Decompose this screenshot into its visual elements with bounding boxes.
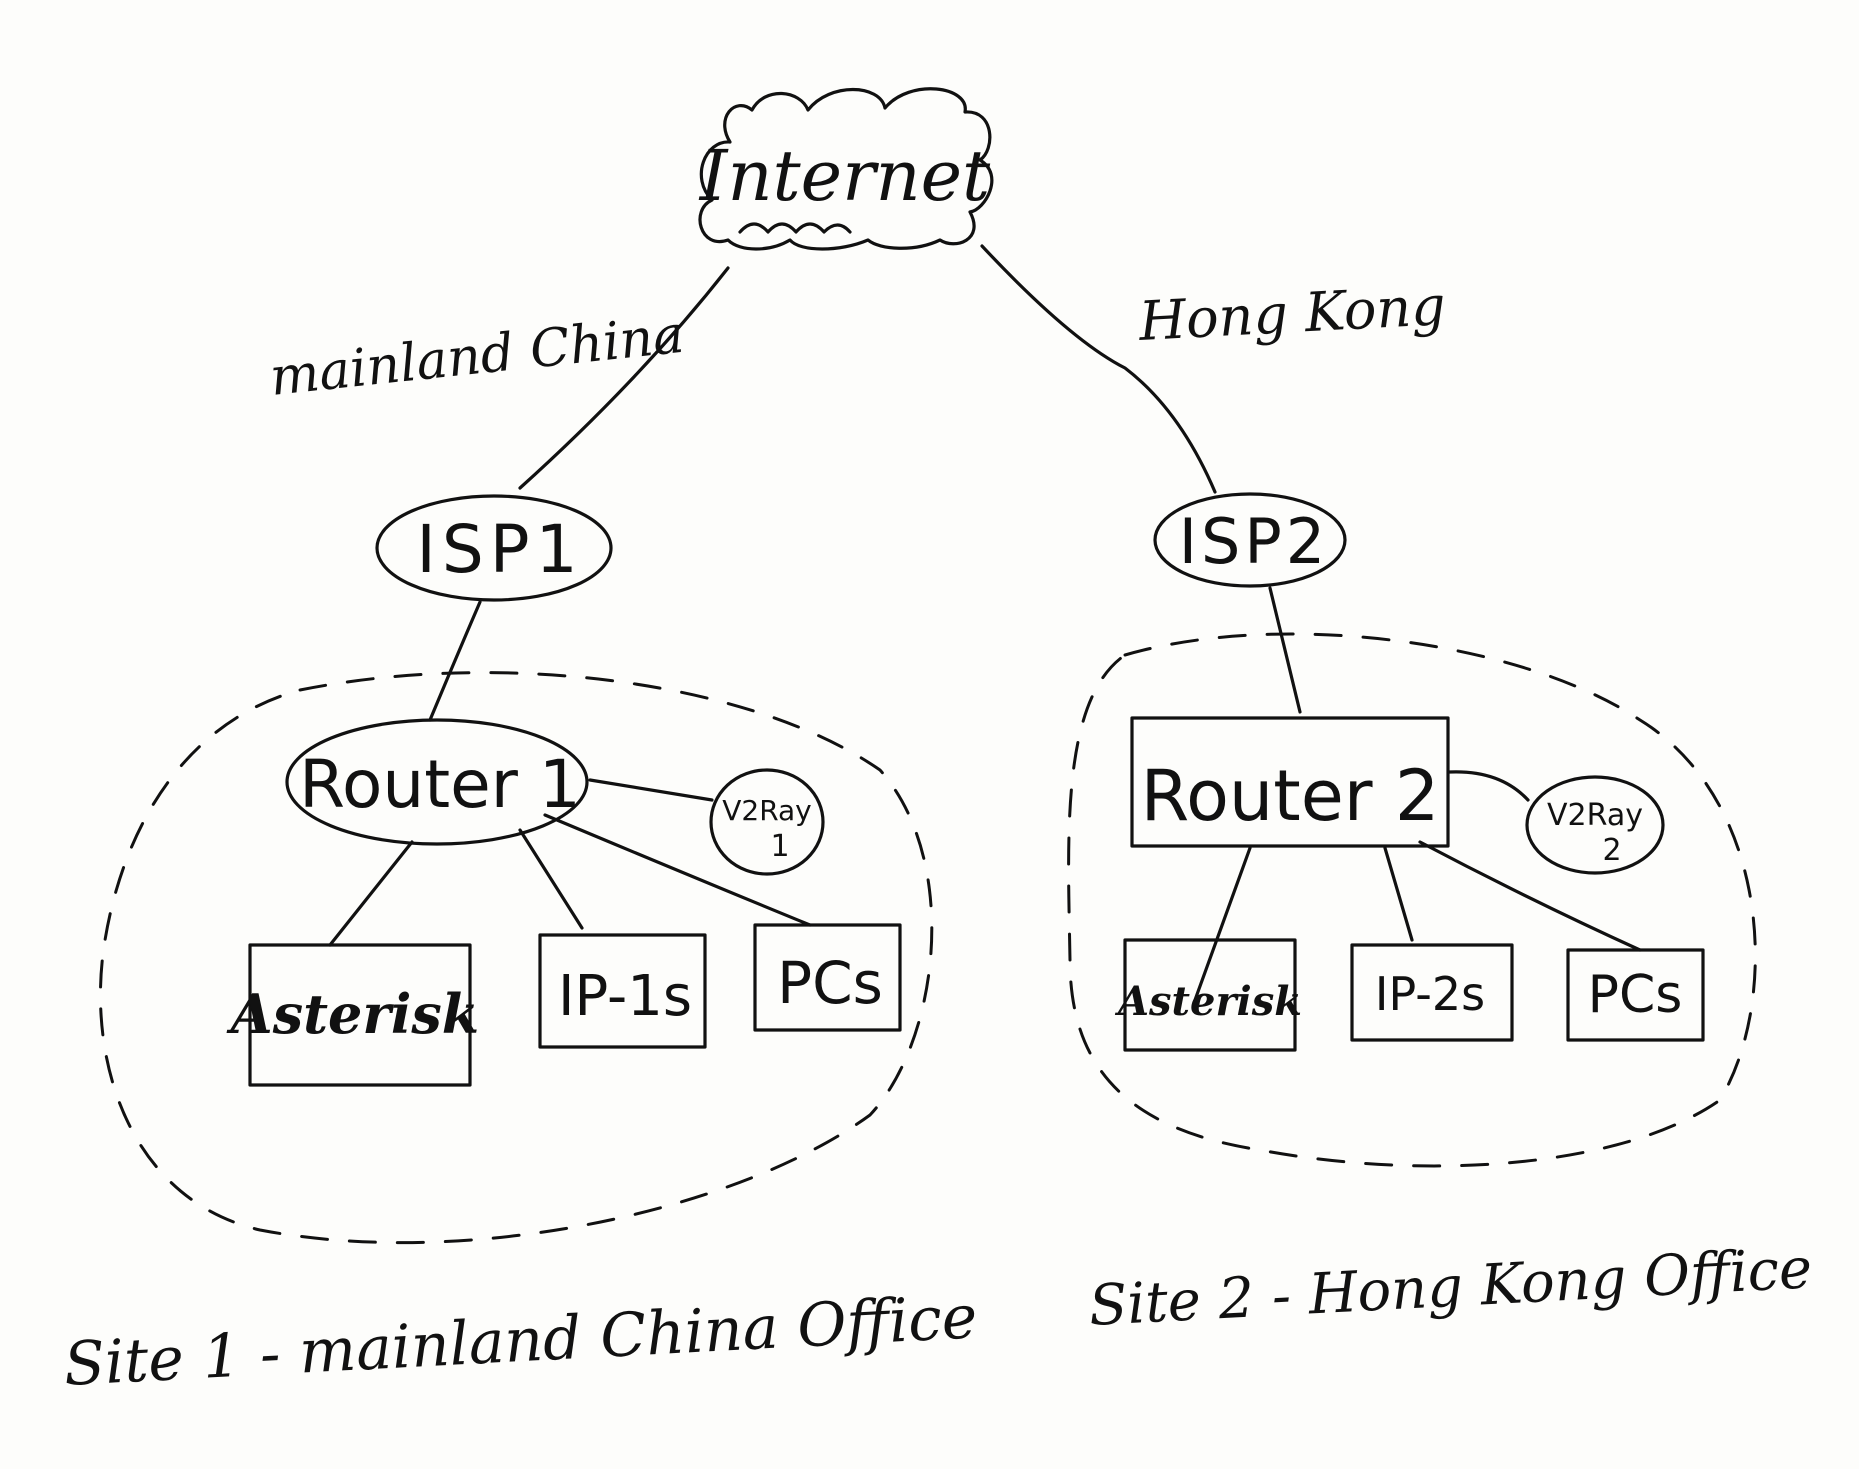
pcs2-node: PCs <box>1566 948 1705 1042</box>
link-router2-ip2s <box>1383 846 1414 942</box>
ip2s-node: IP-2s <box>1350 943 1514 1042</box>
link-router2-asterisk2 <box>1193 846 1252 1002</box>
link-router1-ip1s <box>518 828 584 930</box>
asterisk1-label: Asterisk <box>226 982 479 1046</box>
isp2-label: ISP2 <box>1179 505 1329 578</box>
site2-boundary <box>1067 632 1757 1168</box>
v2ray1-node: V2Ray 1 <box>709 768 825 876</box>
internet-cloud-curl <box>738 222 852 234</box>
link-isp2-router2 <box>1268 586 1302 714</box>
internet-cloud-outline <box>698 87 994 251</box>
link-router1-asterisk1 <box>328 840 414 947</box>
asterisk2-box <box>1123 938 1297 1052</box>
isp1-label: ISP1 <box>416 511 583 588</box>
isp2-ellipse <box>1153 492 1347 588</box>
v2ray1-label-line2: 1 <box>770 829 789 864</box>
v2ray2-node: V2Ray 2 <box>1525 775 1665 875</box>
pcs1-label: PCs <box>777 949 883 1017</box>
link-internet-isp1 <box>518 266 730 490</box>
isp1-node: ISP1 <box>375 494 613 602</box>
ip1s-box <box>538 933 707 1049</box>
link-router2-v2ray2 <box>1448 770 1530 802</box>
link-router1-pcs1 <box>543 813 812 927</box>
router2-box <box>1130 716 1450 848</box>
router2-node: Router 2 <box>1130 716 1450 848</box>
isp1-ellipse <box>375 494 613 602</box>
v2ray2-label-line2: 2 <box>1602 833 1621 868</box>
ip1s-node: IP-1s <box>538 933 707 1049</box>
link-label-mainland-china: mainland China <box>267 305 687 408</box>
internet-cloud: Internet <box>698 87 994 251</box>
router1-label: Router 1 <box>299 746 581 823</box>
v2ray1-label-line1: V2Ray <box>722 794 812 827</box>
internet-label: Internet <box>698 135 991 217</box>
site1-caption: Site 1 - mainland China Office <box>62 1282 979 1400</box>
router2-label: Router 2 <box>1141 755 1440 837</box>
router1-node: Router 1 <box>285 718 589 846</box>
v2ray2-ellipse <box>1525 775 1665 875</box>
ip1s-label: IP-1s <box>558 964 692 1029</box>
site1-boundary <box>98 671 934 1245</box>
ip2s-label: IP-2s <box>1375 967 1485 1021</box>
link-router1-v2ray1 <box>588 778 714 802</box>
site2-caption: Site 2 - Hong Kong Office <box>1087 1236 1813 1339</box>
v2ray2-label-line1: V2Ray <box>1547 798 1643 833</box>
asterisk2-label: Asterisk <box>1114 978 1302 1025</box>
pcs2-label: PCs <box>1588 965 1683 1025</box>
asterisk1-box <box>248 943 472 1087</box>
pcs2-box <box>1566 948 1705 1042</box>
link-label-hong-kong: Hong Kong <box>1136 274 1447 353</box>
asterisk1-node: Asterisk <box>226 943 479 1087</box>
ip2s-box <box>1350 943 1514 1042</box>
v2ray1-ellipse <box>709 768 825 876</box>
asterisk2-node: Asterisk <box>1114 938 1302 1052</box>
link-isp1-router1 <box>428 600 482 722</box>
router1-ellipse <box>285 718 589 846</box>
isp2-node: ISP2 <box>1153 492 1347 588</box>
link-internet-isp2 <box>980 244 1217 494</box>
pcs1-box <box>753 923 902 1032</box>
link-router2-pcs2 <box>1418 840 1642 952</box>
pcs1-node: PCs <box>753 923 902 1032</box>
